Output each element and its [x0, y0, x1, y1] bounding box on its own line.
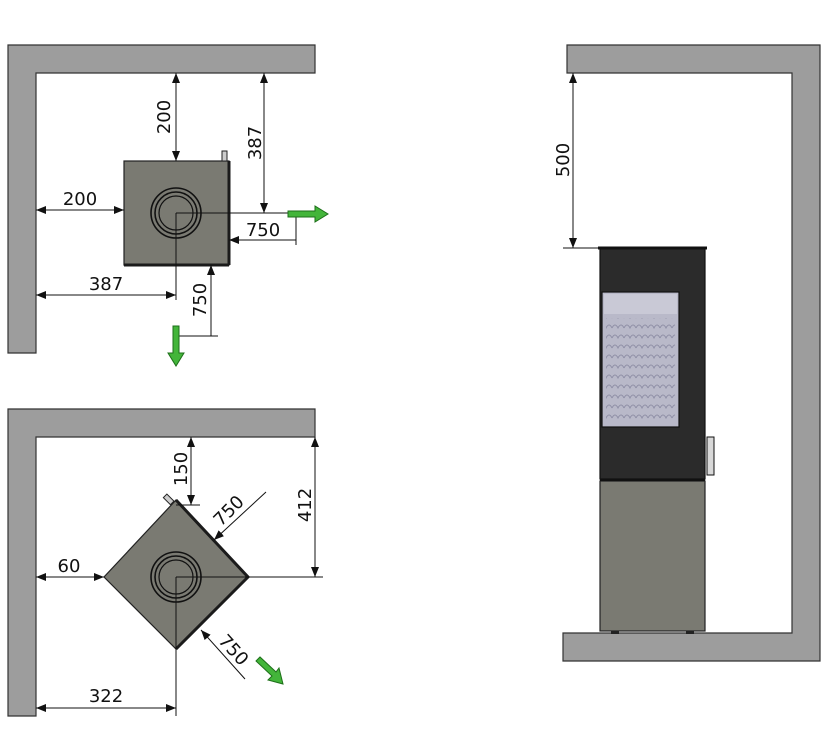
top-view-parallel: 200 387 200 387 750 750: [7, 44, 329, 367]
stove-handle: [221, 150, 228, 162]
dim-side-to-center: 322: [89, 686, 123, 707]
dim-back-to-center: 412: [295, 488, 316, 522]
arrow-down-icon: [167, 325, 185, 367]
dim-side-to-center: 387: [89, 274, 123, 295]
dim-ceiling-clearance: 500: [553, 143, 574, 177]
side-elevation-view: 500: [553, 44, 821, 662]
stove-door-handle: [706, 436, 715, 476]
dim-diagonal-back: 750: [210, 492, 249, 531]
stove-handle: [162, 493, 175, 506]
stove-foot: [686, 631, 694, 634]
dim-side-wall: 200: [63, 189, 97, 210]
dim-front-diagonal: 750: [214, 631, 253, 671]
dim-back-wall: 150: [171, 452, 192, 486]
top-view-corner: 150 412 750 60 750 322: [7, 408, 323, 717]
arrow-right-icon: [287, 205, 329, 223]
stove-base: [599, 480, 706, 632]
stove-glass-highlight: [604, 294, 677, 314]
stove-flames: [606, 318, 675, 422]
arrow-diagonal-icon: [255, 656, 284, 685]
dim-back-wall: 200: [154, 100, 175, 134]
dim-front-clearance: 750: [190, 283, 211, 317]
dim-back-to-center: 387: [245, 126, 266, 160]
wall-l-shape: [7, 44, 316, 354]
wall-ceiling-floor: [562, 44, 821, 662]
dim-side-clearance: 750: [246, 220, 280, 241]
dim-side-wall: 60: [58, 556, 81, 577]
stove-foot: [611, 631, 619, 634]
wall-l-shape: [7, 408, 316, 717]
